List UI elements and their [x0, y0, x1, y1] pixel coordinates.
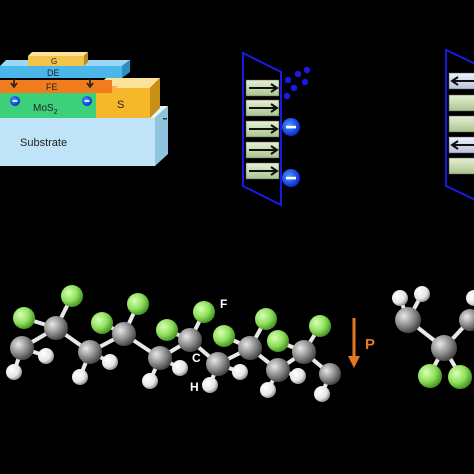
carbon-atom [431, 335, 457, 361]
electron-icon [282, 118, 300, 136]
dipole-cell [448, 72, 474, 90]
electrode-plate [242, 51, 282, 207]
electrode-plate [445, 48, 474, 201]
dipole-cell [448, 136, 474, 154]
dipole-cell [245, 79, 280, 97]
fluorine-atom [418, 364, 442, 388]
electron-icon [282, 169, 300, 187]
fe-polarization-arrow [10, 79, 18, 89]
svg-text:MoS2: MoS2 [33, 103, 58, 116]
channel-subscript: 2 [54, 109, 58, 116]
dipole-cell [245, 141, 280, 159]
fluorine-atom [448, 365, 472, 389]
channel-layer: MoS2 [0, 93, 110, 118]
substrate-label: Substrate [20, 137, 67, 149]
carbon-atoms [10, 316, 341, 385]
source-label: S [117, 99, 124, 111]
dipole-cell [245, 99, 280, 117]
dipole-cell [448, 157, 474, 175]
contact-mark [163, 118, 167, 120]
ferroelectric-layer: FE [0, 80, 118, 93]
device-schematic: Substrate MoS2 S FE DE [0, 52, 168, 166]
capacitor-panel-2 [445, 48, 474, 201]
ferroelectric-label: FE [46, 82, 58, 92]
fe-polarization-arrow [86, 79, 94, 89]
hydrogen-atoms [6, 348, 330, 402]
hydrogen-label: H [190, 380, 199, 394]
electron-icon [82, 96, 92, 106]
gate-layer: G [28, 52, 88, 66]
carbon-atom [395, 307, 421, 333]
dipole-cell [245, 120, 280, 138]
electron-icon [10, 96, 20, 106]
dipole-cell [245, 162, 280, 180]
dielectric-label: DE [47, 68, 60, 78]
hydrogen-atom [414, 286, 430, 302]
hydrogen-atom [392, 290, 408, 306]
polarization-label: P [365, 336, 375, 353]
hydrogen-atom [466, 290, 474, 306]
polymer-chain: F C H [6, 285, 341, 402]
gate-label: G [51, 57, 57, 66]
fluorine-atoms [13, 285, 331, 352]
polarization-arrow: P [348, 318, 375, 368]
charge-cloud [283, 66, 311, 100]
carbon-label: C [192, 351, 201, 365]
dipole-cell [448, 115, 474, 133]
dipole-stack [245, 79, 280, 180]
dipole-cell [448, 94, 474, 112]
channel-label: MoS [33, 103, 54, 114]
fluorine-label: F [220, 297, 227, 311]
carbon-atom [459, 309, 474, 331]
capacitor-panel-1 [242, 51, 311, 207]
polymer-chain-fragment [392, 286, 474, 389]
